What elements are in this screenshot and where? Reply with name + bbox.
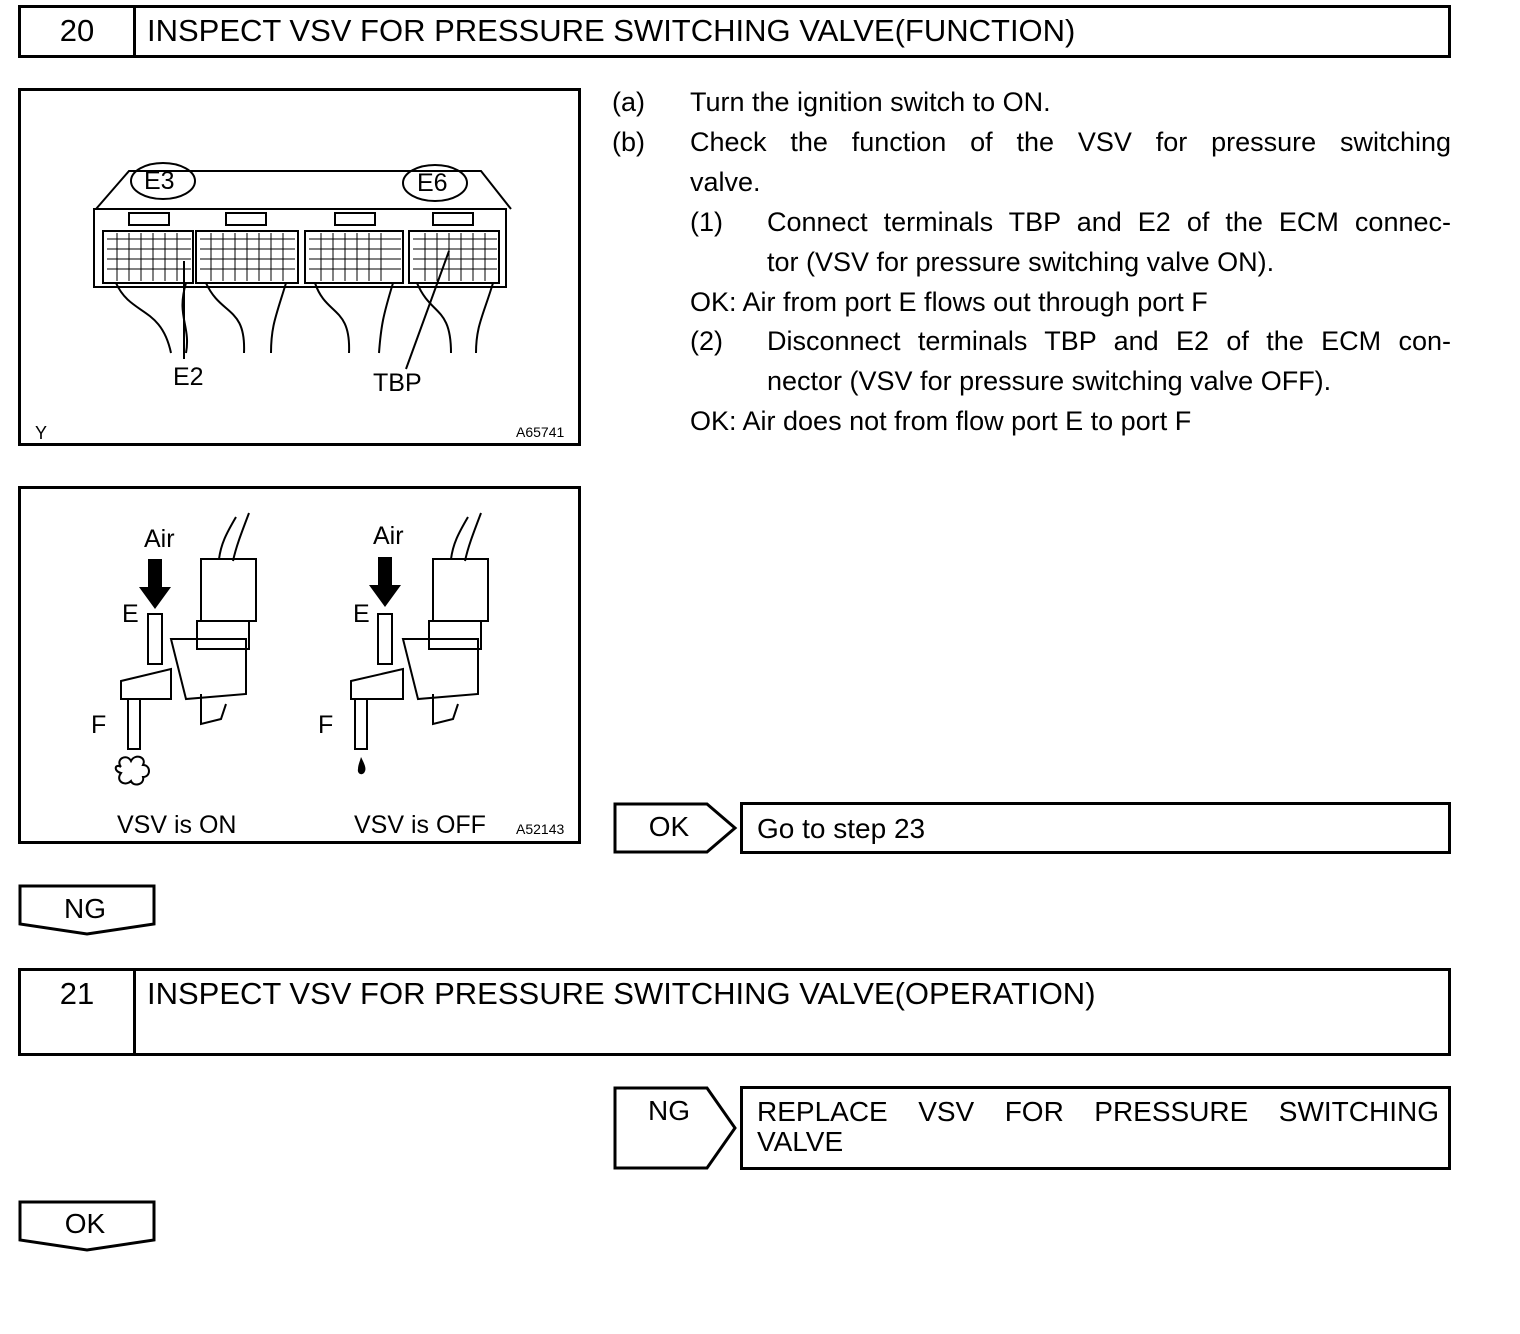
sub-step-2-line1: Disconnect terminals TBP and E2 of the E… xyxy=(767,326,1451,356)
go-to-step-box: Go to step 23 xyxy=(740,802,1451,854)
step-b-text-line2: valve. xyxy=(690,167,761,197)
replace-vsv-text-line2: VALVE xyxy=(757,1126,844,1157)
ok-tag-label: OK xyxy=(648,811,690,842)
ok-arrow-shape xyxy=(613,802,738,854)
step-20-title: INSPECT VSV FOR PRESSURE SWITCHING VALVE… xyxy=(147,13,1076,48)
ng-flow-tag: NG xyxy=(18,884,156,936)
ok-result-tag: OK xyxy=(613,802,739,854)
ng-result-tag: NG xyxy=(613,1086,739,1170)
sub-step-1-line1: Connect terminals TBP and E2 of the ECM … xyxy=(767,207,1451,237)
terminal-tbp-label: TBP xyxy=(373,369,422,397)
go-to-step-text: Go to step 23 xyxy=(757,813,926,844)
vsv-function-figure: Air E F VSV is ON Air E F VSV is OFF A52… xyxy=(18,486,581,844)
ok-flow-tag: OK xyxy=(18,1200,156,1252)
figure-code: A52143 xyxy=(516,821,565,837)
vsv-drawing xyxy=(114,512,489,786)
replace-vsv-text-line1: REPLACE VSV FOR PRESSURE SWITCHING xyxy=(757,1096,1439,1127)
sub-step-2-line2: nector (VSV for pressure switching valve… xyxy=(767,366,1332,396)
air-label-on: Air xyxy=(144,525,175,553)
ng-down-arrow-shape xyxy=(18,884,156,936)
port-f-label-off: F xyxy=(318,711,334,739)
replace-vsv-box: REPLACE VSV FOR PRESSURE SWITCHING VALVE xyxy=(740,1086,1451,1170)
step-20-header: 20 INSPECT VSV FOR PRESSURE SWITCHING VA… xyxy=(18,5,1451,58)
ok-down-arrow-shape xyxy=(18,1200,156,1252)
port-e-label-off: E xyxy=(353,600,370,628)
ng-flow-label: NG xyxy=(64,893,106,924)
step-b-marker: (b) xyxy=(612,127,645,157)
vsv-off-caption: VSV is OFF xyxy=(354,811,486,839)
step-21-header: 21 INSPECT VSV FOR PRESSURE SWITCHING VA… xyxy=(18,968,1451,1056)
sub-step-1-marker: (1) xyxy=(690,207,723,237)
connector-e6-label: E6 xyxy=(417,169,448,197)
ok-flow-label: OK xyxy=(64,1208,106,1239)
figure-code: A65741 xyxy=(516,424,565,440)
ecm-connector-drawing xyxy=(93,162,512,370)
step-20-number: 20 xyxy=(21,8,136,55)
vsv-on-caption: VSV is ON xyxy=(117,811,237,839)
sub-step-1-line2: tor (VSV for pressure switching valve ON… xyxy=(767,247,1275,277)
sub-step-2-marker: (2) xyxy=(690,326,723,356)
ok-criterion-2: OK: Air does not from flow port E to por… xyxy=(690,406,1192,436)
step-21-title: INSPECT VSV FOR PRESSURE SWITCHING VALVE… xyxy=(147,976,1096,1011)
step-a-text: Turn the ignition switch to ON. xyxy=(690,87,1051,117)
port-e-label-on: E xyxy=(122,600,139,628)
ok-criterion-1: OK: Air from port E flows out through po… xyxy=(690,287,1208,317)
step-21-number: 21 xyxy=(21,971,136,1053)
terminal-e2-label: E2 xyxy=(173,363,204,391)
connector-e3-label: E3 xyxy=(144,167,175,195)
figure-corner-mark: Y xyxy=(35,423,48,443)
step-b-text-line1: Check the function of the VSV for pressu… xyxy=(690,127,1451,157)
ecm-connector-figure: E3 E6 E2 TBP Y A65741 xyxy=(18,88,581,446)
ng-tag-label: NG xyxy=(648,1095,690,1126)
air-label-off: Air xyxy=(373,522,404,550)
step-a-marker: (a) xyxy=(612,87,645,117)
port-f-label-on: F xyxy=(91,711,107,739)
ng-arrow-shape xyxy=(613,1086,737,1170)
